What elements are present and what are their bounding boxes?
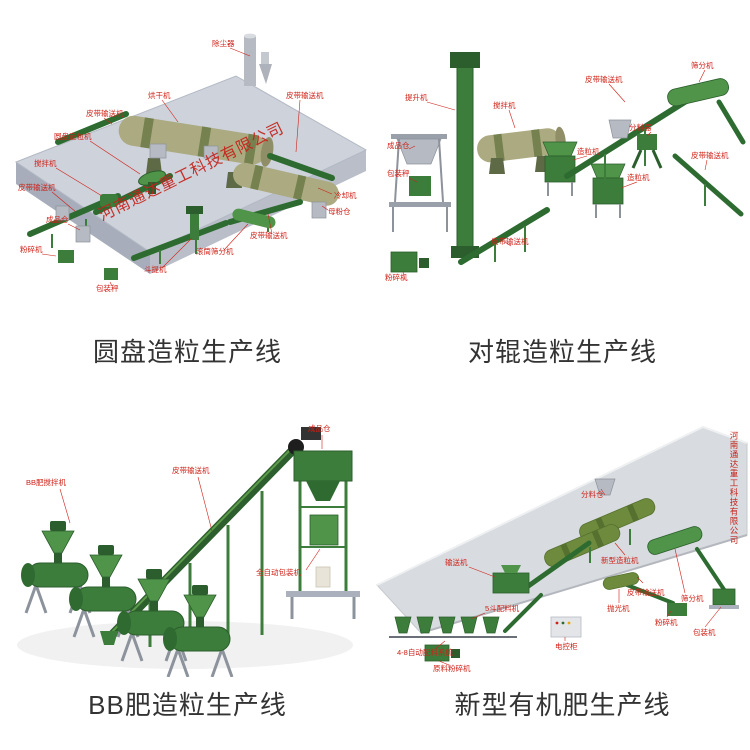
machine-label: 皮带输送机 <box>691 150 729 160</box>
machine-label: 4-8自动配料系统 <box>397 647 453 657</box>
machine-label: 皮带输送机 <box>491 236 529 246</box>
machine-label: 皮带输送机 <box>286 90 324 100</box>
machine-label: 成品仓 <box>46 214 69 224</box>
machine-label: 皮带输送机 <box>86 108 124 118</box>
packing-machine <box>104 268 118 280</box>
machine-label: BB肥搅拌机 <box>26 477 67 487</box>
machine-label: 粉碎机 <box>385 272 408 282</box>
machine-labels: BB肥搅拌机 皮带输送机 成品仓 全自动包装机 <box>26 423 331 577</box>
surge-bin <box>608 119 632 139</box>
machine-label: 粉碎机 <box>655 617 678 627</box>
bagging-tower <box>286 450 360 619</box>
roller-granulator-2 <box>590 163 626 218</box>
machine-label: 烘干机 <box>148 90 171 100</box>
drum-screener <box>647 526 703 555</box>
machine-label: 皮带输送机 <box>172 465 210 475</box>
machine-label: 皮带输送机 <box>250 230 288 240</box>
panel-bb-line: BB肥搅拌机 皮带输送机 成品仓 全自动包装机 BB肥造粒生产线 <box>0 375 375 750</box>
machine-label: 搅拌机 <box>493 100 516 110</box>
machine-label: 皮带输送机 <box>585 74 623 84</box>
batching-system <box>389 616 517 638</box>
disc-line-illustration: 除尘器 烘干机 皮带输送机 圆盘造粒机 搅拌机 皮带输送机 成品仓 粉碎机 包装… <box>14 33 368 293</box>
roller-granulator-1 <box>542 141 578 196</box>
machine-label: 母粉仓 <box>328 206 351 216</box>
rotary-dryer <box>118 115 274 167</box>
bb-line-illustration: BB肥搅拌机 皮带输送机 成品仓 全自动包装机 <box>17 423 360 677</box>
feeding-machine <box>492 565 530 594</box>
polishing-machine <box>602 572 640 590</box>
platform <box>14 75 368 274</box>
machine-label: 电控柜 <box>555 641 578 651</box>
machine-label: 皮带输送机 <box>18 182 56 192</box>
machine-label: 新型造粒机 <box>601 555 639 565</box>
panel-roller-line: 提升机 搅拌机 皮带输送机 筛分机 分料器 皮带输送机 成品仓 包装秤 造粒机 … <box>375 0 750 375</box>
machine-label: 造粒机 <box>577 146 600 156</box>
panel-organic-line: 分料仓 输送机 新型造粒机 皮带输送机 筛分机 包装机 粉碎机 抛光机 电控柜 … <box>375 375 750 750</box>
machine-label: 分料器 <box>629 122 652 132</box>
machine-label: 原料粉碎机 <box>433 663 471 673</box>
machine-label: 筛分机 <box>681 593 704 603</box>
dust-collector <box>244 33 272 86</box>
machine-label: 抛光机 <box>607 603 630 613</box>
bucket-elevator <box>186 206 203 240</box>
machine-labels: 提升机 搅拌机 皮带输送机 筛分机 分料器 皮带输送机 成品仓 包装秤 造粒机 … <box>385 60 729 282</box>
crusher-machine <box>390 251 429 273</box>
bucket-elevator <box>450 52 480 258</box>
machine-label: 滚筒筛分机 <box>196 246 234 256</box>
machine-label: 筛分机 <box>691 60 714 70</box>
machine-label: 输送机 <box>445 557 468 567</box>
machine-label: 圆盘造粒机 <box>54 131 92 141</box>
panel-caption: BB肥造粒生产线 <box>88 690 287 720</box>
machine-label: 斗提机 <box>144 264 167 274</box>
machine-label: 成品仓 <box>387 140 410 150</box>
leader-lines <box>402 69 708 281</box>
machine-label: 包装秤 <box>387 168 410 178</box>
machine-label: 粉碎机 <box>20 244 43 254</box>
machine-label: 冷却机 <box>334 190 357 200</box>
panel-caption: 圆盘造粒生产线 <box>92 337 282 367</box>
control-cabinet <box>550 616 582 638</box>
machine-label: 成品仓 <box>308 423 331 433</box>
leader-lines <box>434 488 722 666</box>
drum-screener <box>232 208 276 229</box>
packing-machine <box>709 588 739 609</box>
belt-conveyors <box>458 95 746 265</box>
machine-labels: 分料仓 输送机 新型造粒机 皮带输送机 筛分机 包装机 粉碎机 抛光机 电控柜 … <box>397 489 716 673</box>
roller-line-illustration: 提升机 搅拌机 皮带输送机 筛分机 分料器 皮带输送机 成品仓 包装秤 造粒机 … <box>385 52 746 282</box>
rotary-cooler <box>233 162 339 206</box>
machine-label: 皮带输送机 <box>627 587 665 597</box>
distributor <box>631 134 663 169</box>
panel-caption: 新型有机肥生产线 <box>454 690 671 720</box>
machine-labels: 除尘器 烘干机 皮带输送机 圆盘造粒机 搅拌机 皮带输送机 成品仓 粉碎机 包装… <box>18 38 357 293</box>
dividing-bin <box>594 478 616 496</box>
belt-conveyors <box>503 540 727 633</box>
drum-screener <box>667 78 730 107</box>
machine-label: 全自动包装机 <box>256 567 301 577</box>
crusher-machine <box>667 603 687 616</box>
machine-label: 5斗配料机 <box>485 603 520 613</box>
machine-label: 造粒机 <box>627 172 650 182</box>
belt-conveyors <box>27 111 335 261</box>
machine-label: 包装机 <box>693 627 716 637</box>
raw-material-crusher <box>424 644 460 662</box>
machine-label: 提升机 <box>405 92 428 102</box>
panel-disc-line: 除尘器 烘干机 皮带输送机 圆盘造粒机 搅拌机 皮带输送机 成品仓 粉碎机 包装… <box>0 0 375 375</box>
machine-label: 分料仓 <box>581 489 604 499</box>
panel-caption: 对辊造粒生产线 <box>467 337 657 367</box>
organic-line-illustration: 分料仓 输送机 新型造粒机 皮带输送机 筛分机 包装机 粉碎机 抛光机 电控柜 … <box>376 425 748 673</box>
disc-granulator <box>138 170 166 194</box>
drum-stand <box>489 158 505 174</box>
machine-label: 搅拌机 <box>34 158 57 168</box>
leader-lines <box>41 47 333 287</box>
machine-label: 包装秤 <box>96 283 119 293</box>
mixer-machine <box>100 194 118 207</box>
machine-label: 除尘器 <box>212 38 235 48</box>
crusher-machine <box>58 250 74 263</box>
dryer-stand <box>146 158 162 174</box>
leader-lines <box>59 435 323 571</box>
